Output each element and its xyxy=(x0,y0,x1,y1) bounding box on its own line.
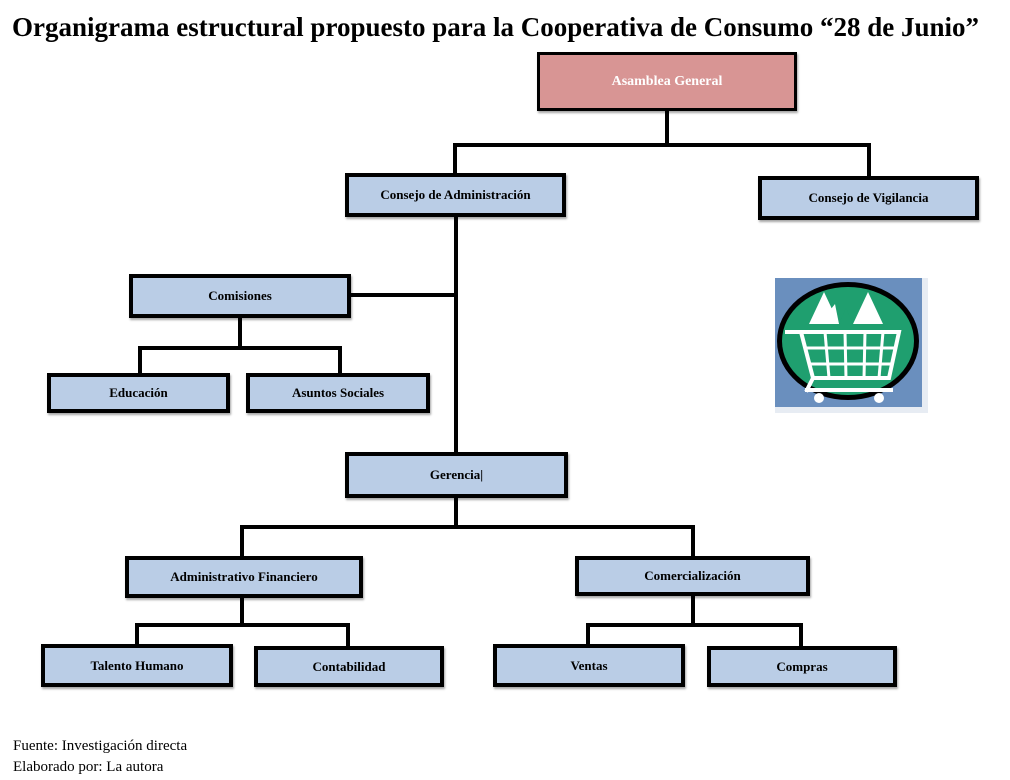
node-label: Administrativo Financiero xyxy=(170,569,318,584)
node-comisiones: Comisiones xyxy=(129,274,351,318)
node-label: Contabilidad xyxy=(312,658,386,674)
node-educacion: Educación xyxy=(47,373,230,413)
node-label: Asuntos Sociales xyxy=(291,385,385,400)
node-consejo-administracion: Consejo de Administración xyxy=(345,173,566,217)
source-note: Fuente: Investigación directa xyxy=(13,738,188,754)
node-label: Compras xyxy=(776,658,828,674)
node-label: Comercialización xyxy=(644,568,741,583)
node-label: Educación xyxy=(109,385,168,400)
node-label: Gerencia| xyxy=(429,467,484,482)
node-label: Comisiones xyxy=(208,288,272,303)
node-label: Asamblea General xyxy=(611,73,723,89)
node-compras: Compras xyxy=(707,646,897,687)
chart-title: Organigrama estructural propuesto para l… xyxy=(12,12,980,42)
node-gerencia: Gerencia| xyxy=(345,452,568,498)
node-label: Talento Humano xyxy=(90,657,184,673)
node-comercializacion: Comercialización xyxy=(575,556,810,596)
author-note: Elaborado por: La autora xyxy=(13,759,164,775)
node-ventas: Ventas xyxy=(493,644,685,687)
node-asamblea-general: Asamblea General xyxy=(537,52,797,111)
node-administrativo-financiero: Administrativo Financiero xyxy=(125,556,363,598)
node-contabilidad: Contabilidad xyxy=(254,646,444,687)
node-label: Consejo de Vigilancia xyxy=(808,190,929,205)
node-label: Consejo de Administración xyxy=(380,187,531,202)
footer-notes: Fuente: Investigación directa Elaborado … xyxy=(13,736,187,778)
node-asuntos-sociales: Asuntos Sociales xyxy=(246,373,430,413)
shopping-cart-logo-icon xyxy=(775,278,928,413)
node-consejo-vigilancia: Consejo de Vigilancia xyxy=(758,176,979,220)
node-talento-humano: Talento Humano xyxy=(41,644,233,687)
node-label: Ventas xyxy=(570,657,608,673)
